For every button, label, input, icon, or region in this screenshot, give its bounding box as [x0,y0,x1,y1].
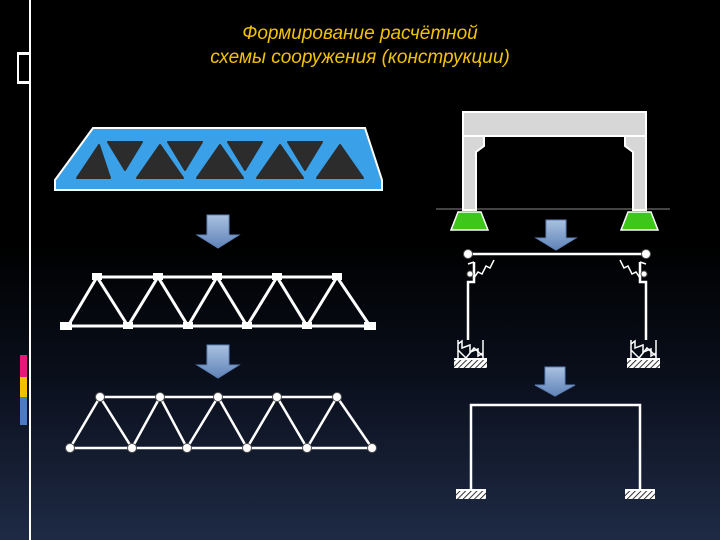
truss-scheme [60,273,376,330]
corner-marker [17,52,29,84]
down-arrow-icon [534,366,576,397]
fixed-support-icon [627,360,660,368]
down-arrow-icon [195,214,241,249]
hinge-node-icon [463,249,651,278]
accent-strip-yellow [20,377,27,397]
slide-title-line2: схемы сооружения (конструкции) [210,47,510,68]
spring-support-icon [630,339,657,360]
hinge-node-icon [65,392,377,453]
spring-support-icon [473,259,495,279]
truss-model [65,392,377,453]
left-accent-bar [29,0,31,540]
accent-strip-red [20,355,27,377]
real-frame [436,111,670,231]
frame-model [456,403,655,499]
slide-title: Формирование расчётной схемы сооружения … [110,22,610,70]
slide-title-line1: Формирование расчётной [242,23,478,44]
spring-support-icon [619,259,641,279]
fixed-support-icon [456,491,486,499]
fixed-support-icon [454,360,487,368]
spring-support-icon [457,339,484,360]
fixed-support-icon [619,211,660,231]
down-arrow-icon [195,344,241,379]
accent-strip-blue [20,397,27,425]
real-truss [54,127,383,191]
fixed-support-icon [625,491,655,499]
fixed-support-icon [449,211,490,231]
frame-scheme [454,249,660,368]
down-arrow-icon [534,219,578,251]
